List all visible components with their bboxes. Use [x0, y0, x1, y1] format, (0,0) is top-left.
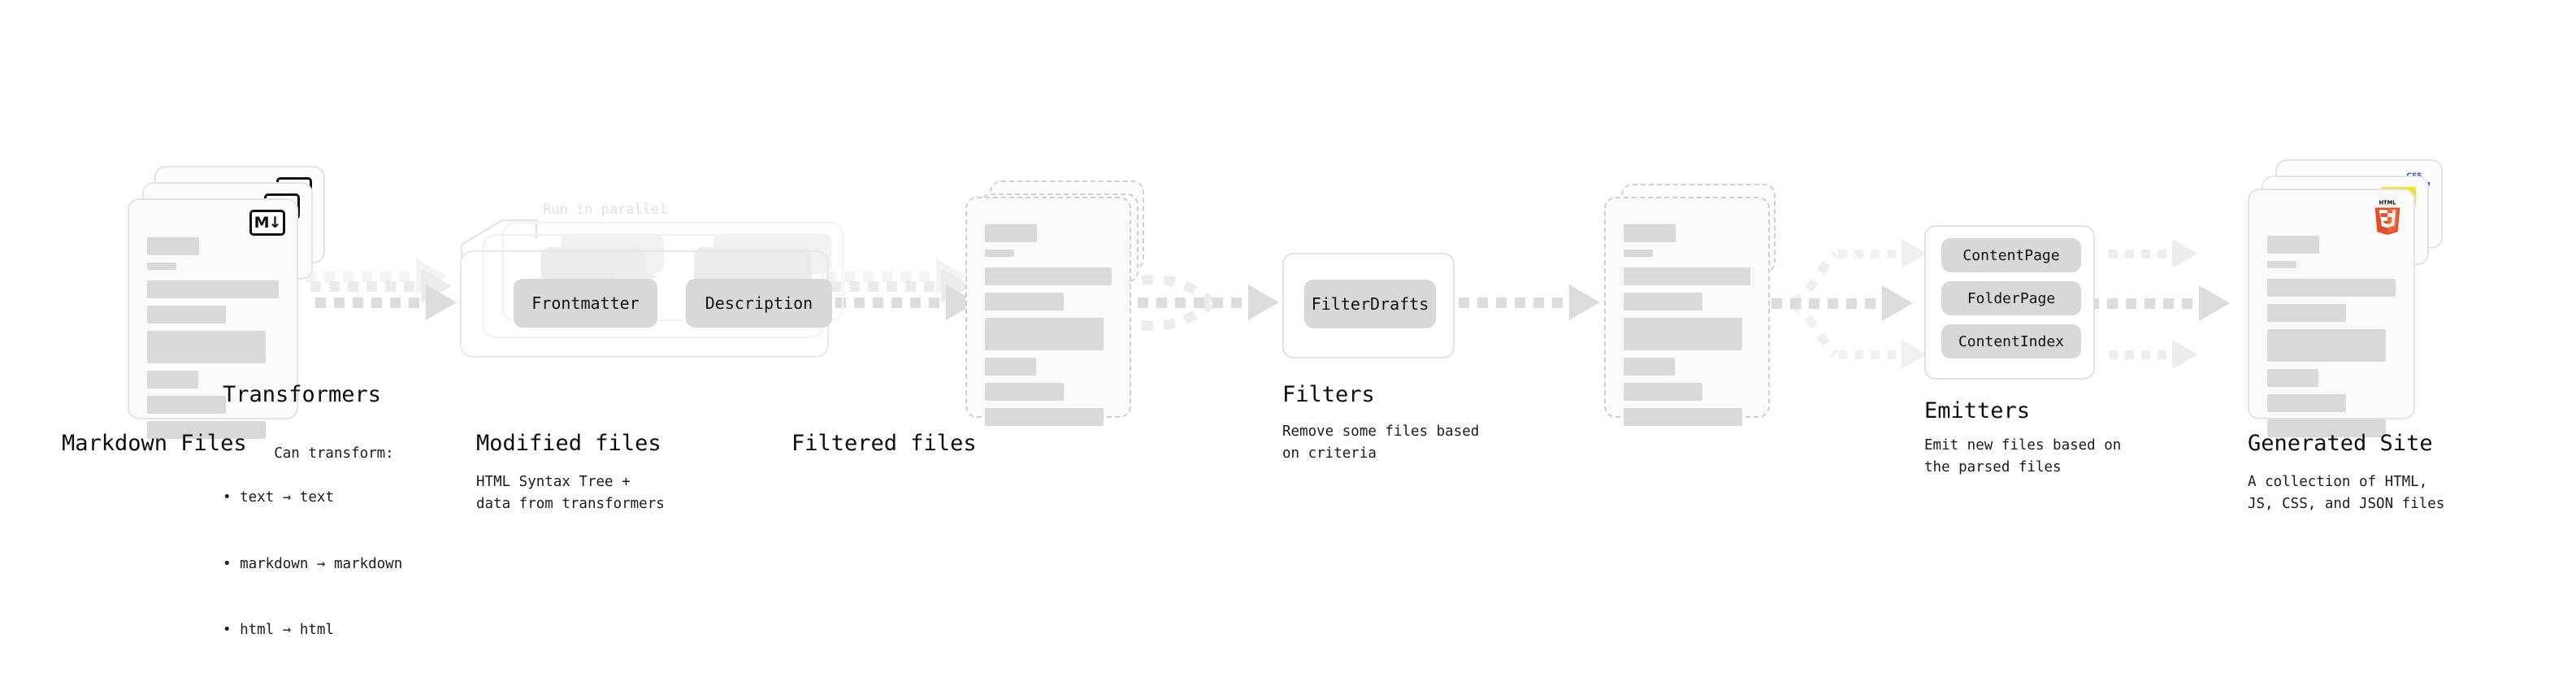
stage-description: A collection of HTML, JS, CSS, and JSON … [2248, 474, 2445, 513]
card-content [985, 224, 1112, 433]
content-bar [2267, 329, 2386, 362]
content-bar [985, 383, 1064, 401]
emitter-chip-contentpage[interactable]: ContentPage [1941, 238, 2081, 272]
content-bar [147, 421, 266, 439]
card-content [2267, 236, 2396, 445]
content-bar [1624, 318, 1742, 350]
content-bar [147, 331, 266, 363]
content-bar [2267, 369, 2318, 387]
stage-title: Emitters [1924, 398, 2031, 423]
transformer-chip-frontmatter[interactable]: Frontmatter [514, 279, 657, 328]
content-bar [1624, 383, 1702, 401]
run-in-parallel-bracket [460, 219, 538, 258]
stage-title: Filters [1282, 382, 1375, 407]
stage-description: Remove some files based on criteria [1282, 423, 1480, 462]
content-bar [985, 358, 1036, 376]
content-bar [147, 306, 226, 323]
content-bar [985, 224, 1037, 242]
content-bar [985, 318, 1104, 350]
content-bar [2267, 279, 2396, 297]
stage-description: Can transform: • text → text • markdown … [223, 421, 402, 686]
bullet-item: • text → text [223, 489, 334, 506]
bullet-item: • html → html [223, 622, 334, 639]
arrow-filtered-to-emitters [1772, 239, 1928, 369]
card-content [1624, 224, 1750, 433]
stage-description: HTML Syntax Tree + data from transformer… [476, 474, 665, 513]
stage-title: Generated Site [2248, 431, 2433, 456]
stage-title: Modified files [476, 431, 661, 456]
transformer-panel-front: Frontmatter Description [460, 250, 832, 358]
content-bar [2267, 394, 2346, 412]
modified-card-front [965, 197, 1131, 426]
filters-panel: FilterDrafts [1282, 253, 1455, 358]
content-bar [1624, 358, 1675, 376]
stage-description: Emit new files based on the parsed files [1924, 437, 2122, 476]
content-bar [985, 267, 1112, 285]
arrow-filters-to-filtered [1459, 284, 1600, 320]
content-bar [147, 280, 279, 298]
filtered-card-front [1604, 197, 1770, 426]
content-bar [147, 263, 176, 270]
content-bar [985, 250, 1014, 257]
content-bar [1624, 408, 1742, 426]
stage-title: Markdown Files [62, 431, 247, 456]
content-bar [147, 396, 226, 414]
filter-chip-filterdrafts[interactable]: FilterDrafts [1304, 280, 1436, 328]
content-bar [1624, 293, 1702, 310]
emitters-panel: ContentPage FolderPage ContentIndex [1924, 225, 2095, 380]
emitter-chip-folderpage[interactable]: FolderPage [1941, 281, 2081, 315]
stage-title: Transformers [223, 382, 382, 407]
content-bar [1624, 267, 1750, 285]
html5-badge: HTML [2374, 200, 2400, 236]
card-content [147, 237, 279, 446]
content-bar [985, 293, 1064, 310]
arrow-transformers-to-modified [826, 258, 977, 320]
markdown-badge: M↓ [249, 210, 285, 236]
content-bar [147, 371, 198, 389]
transformer-chip-description[interactable]: Description [686, 279, 832, 328]
content-bar [2267, 419, 2386, 437]
stage-title: Filtered files [791, 431, 977, 456]
arrow-emitters-to-site [2088, 239, 2230, 369]
arrow-modified-to-filters [1138, 274, 1279, 331]
arrow-markdown-to-transformers [306, 258, 457, 320]
markdown-card-front: M↓ [128, 198, 298, 439]
description-line: Can transform: [274, 445, 394, 462]
run-in-parallel-label: Run in parallel [543, 202, 668, 218]
content-bar [985, 408, 1104, 426]
content-bar [2267, 304, 2346, 322]
content-bar [1624, 250, 1653, 257]
svg-text:HTML: HTML [2379, 200, 2396, 206]
content-bar [147, 237, 199, 255]
site-card-front: HTML [2248, 189, 2415, 437]
bullet-item: • markdown → markdown [223, 555, 403, 572]
emitter-chip-contentindex[interactable]: ContentIndex [1941, 324, 2081, 358]
content-bar [2267, 261, 2296, 268]
content-bar [2267, 236, 2319, 254]
content-bar [1624, 224, 1676, 242]
